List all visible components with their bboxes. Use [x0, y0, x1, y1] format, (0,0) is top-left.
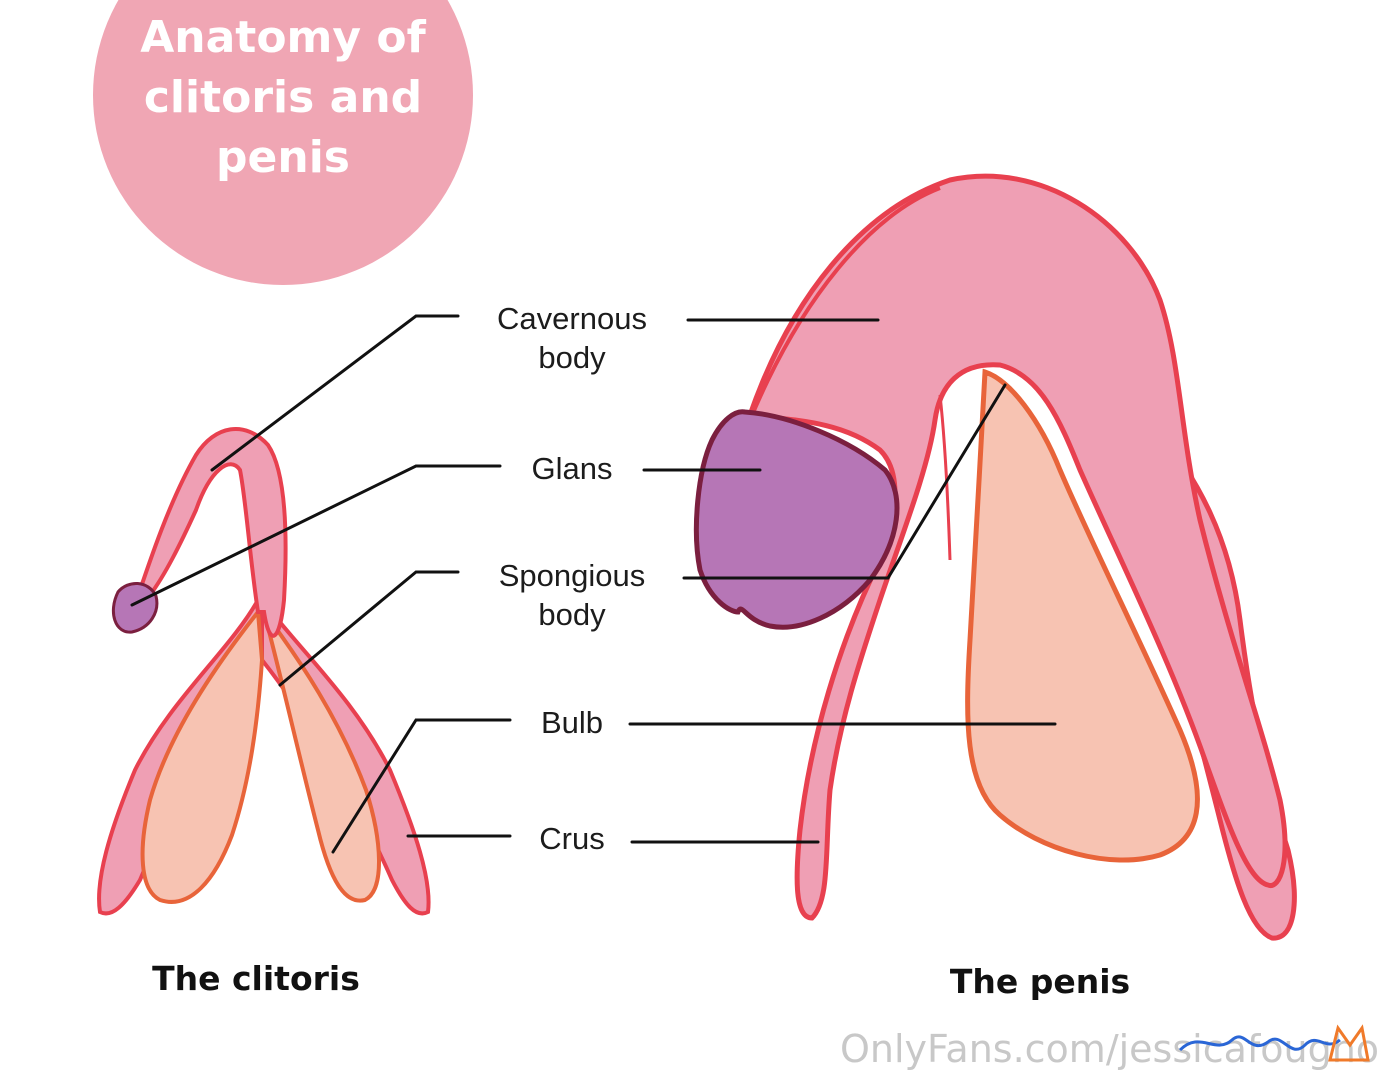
signature-logo [1178, 1024, 1370, 1062]
label-bulb: Bulb [541, 705, 603, 740]
clitoris-cavernous-body [131, 427, 288, 638]
title-line-1: Anatomy of [140, 12, 426, 63]
title-line-3: penis [216, 132, 350, 183]
caption-clitoris: The clitoris [152, 959, 360, 998]
structure-labels: Cavernous body Glans Spongious body Bulb… [497, 301, 647, 856]
label-spongious-line-2: body [538, 597, 606, 632]
title-circle [93, 0, 473, 285]
watermark-text: OnlyFans.com/jessicafoughon [840, 1027, 1378, 1071]
penis-illustration [693, 173, 1297, 941]
penis-bulb [965, 368, 1200, 863]
penis-cavernous-body [746, 173, 1288, 921]
label-glans: Glans [532, 451, 613, 486]
caption-penis: The penis [950, 962, 1130, 1001]
cat-icon [1328, 1024, 1370, 1062]
leader-lines [130, 314, 1057, 854]
clitoris-left-bulb [140, 606, 265, 904]
clitoris-right-bulb [262, 610, 381, 903]
label-crus: Crus [539, 821, 604, 856]
label-spongious-line-1: Spongious [499, 558, 646, 593]
title-badge: Anatomy of clitoris and penis [93, 0, 473, 285]
clitoris-glans [112, 582, 159, 634]
leader-glans-clitoris [130, 464, 502, 607]
penis-inner-contour [748, 186, 941, 421]
leader-spongious-clitoris [278, 570, 460, 687]
penis-inner-contour-2 [938, 394, 952, 561]
signature-scribble [1178, 1035, 1341, 1052]
title-line-2: clitoris and [144, 72, 422, 123]
clitoris-illustration [97, 427, 431, 916]
leader-bulb-clitoris [331, 718, 512, 854]
label-cavernous-line-1: Cavernous [497, 301, 647, 336]
leader-spongious-penis [682, 383, 1007, 580]
label-cavernous-line-2: body [538, 340, 606, 375]
leader-cavernous-clitoris [210, 314, 460, 472]
